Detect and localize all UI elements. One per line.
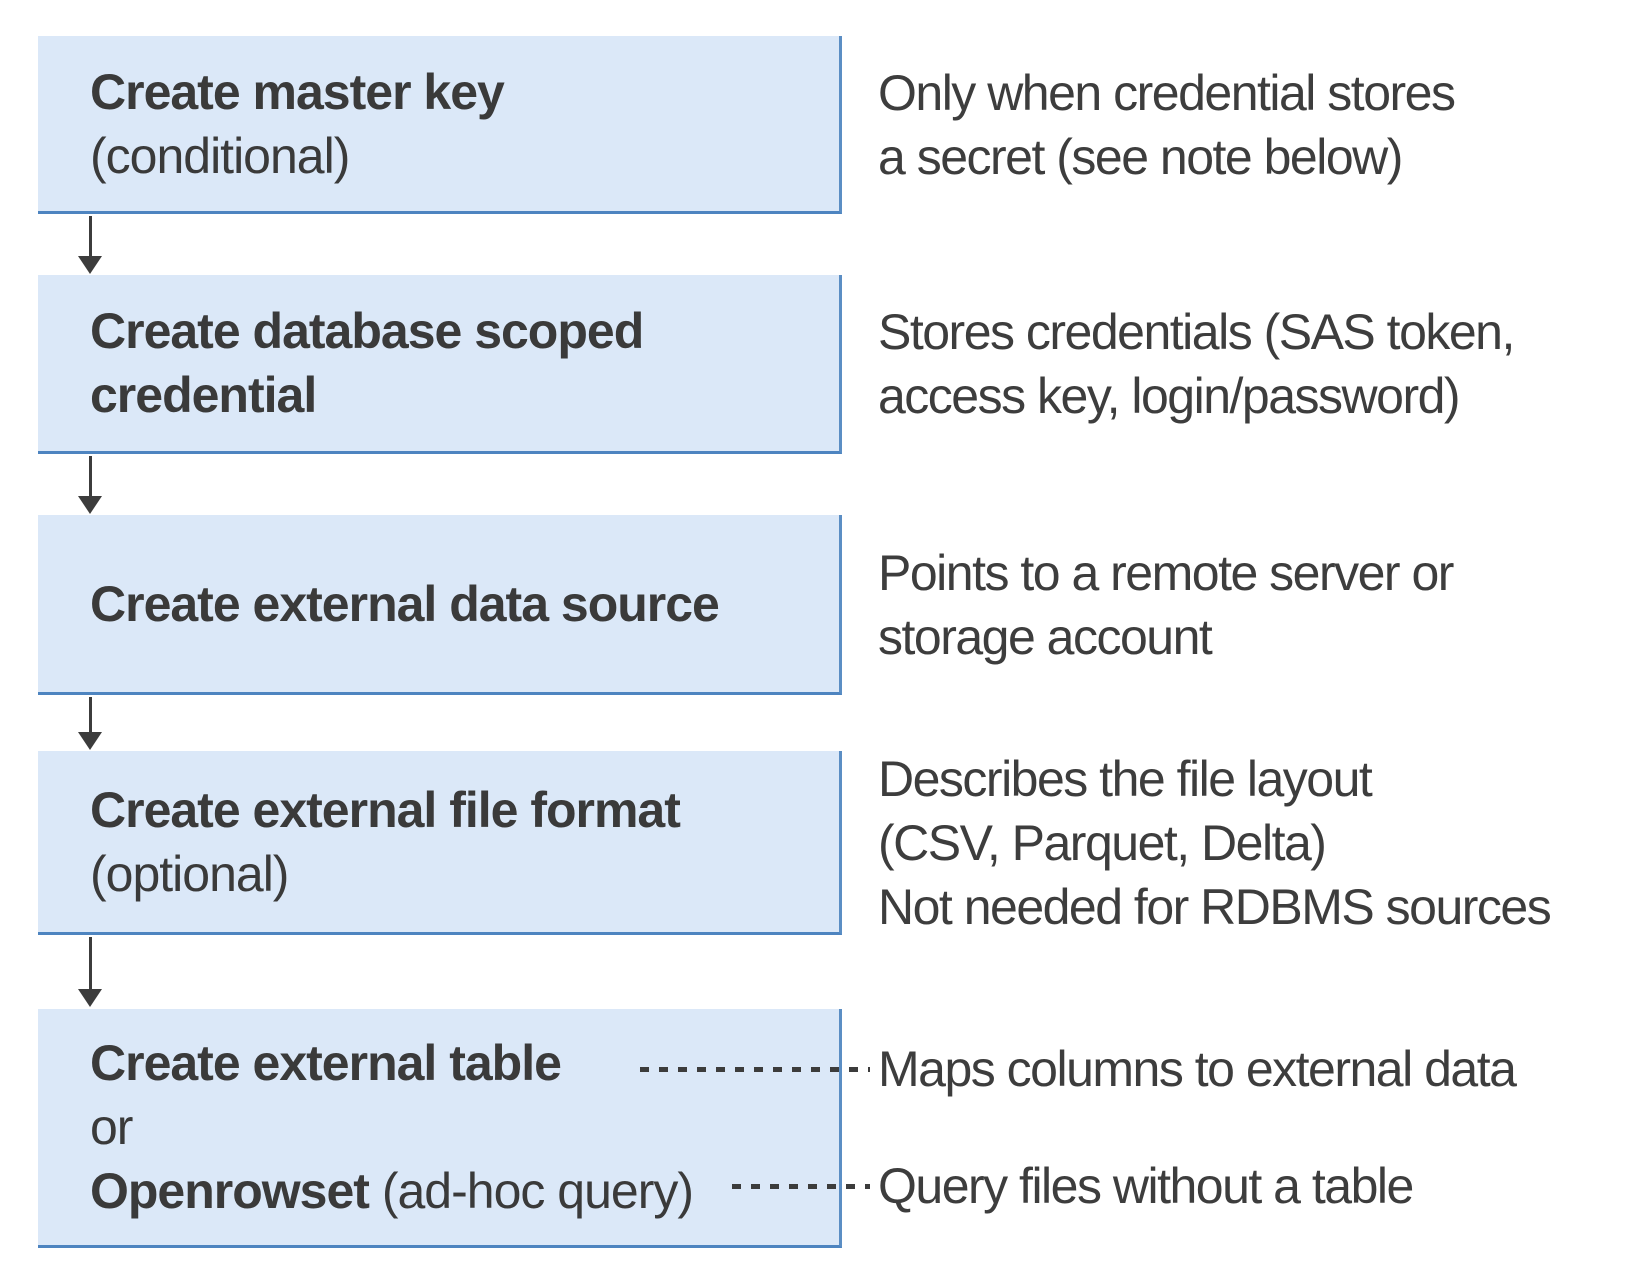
note-master-key: Only when credential stores a secret (se… [878, 61, 1456, 189]
note-line: Only when credential stores [878, 65, 1456, 121]
note-line: Maps columns to external data [878, 1041, 1517, 1097]
step-title: Create external data source [90, 575, 720, 632]
step-title: Create external table [90, 1035, 562, 1091]
step-alternative-bold: Openrowset [90, 1163, 370, 1219]
step-box-create-external-table-or-openrowset: Create external table or Openrowset (ad-… [38, 1009, 842, 1248]
note-line: Points to a remote server or [878, 545, 1454, 601]
step-box-create-external-data-source: Create external data source [38, 515, 842, 695]
down-arrow-icon [78, 456, 102, 514]
note-file-format: Describes the file layout (CSV, Parquet,… [878, 747, 1552, 939]
arrow-stem [88, 216, 92, 257]
step-alternative: Openrowset (ad-hoc query) [90, 1159, 839, 1223]
step-title-line2: credential [90, 367, 317, 423]
down-arrow-icon [78, 937, 102, 1007]
step-box-create-master-key: Create master key (conditional) [38, 36, 842, 214]
note-data-source: Points to a remote server or storage acc… [878, 541, 1454, 669]
dashed-connector-external-table [640, 1067, 870, 1072]
arrow-head [78, 989, 102, 1007]
arrow-stem [88, 456, 92, 497]
step-title: Create database scoped [90, 303, 644, 359]
arrow-stem [88, 937, 92, 990]
step-box-create-database-scoped-credential: Create database scoped credential [38, 275, 842, 454]
arrow-head [78, 732, 102, 750]
note-line: access key, login/password) [878, 368, 1461, 424]
step-title: Create external file format [90, 781, 681, 838]
note-line: a secret (see note below) [878, 129, 1403, 185]
note-external-table: Maps columns to external data [878, 1037, 1517, 1101]
note-line: (CSV, Parquet, Delta) [878, 815, 1327, 871]
step-qualifier: (optional) [90, 845, 289, 902]
step-qualifier: (conditional) [90, 127, 350, 184]
dashed-connector-openrowset [732, 1184, 870, 1189]
note-line: Not needed for RDBMS sources [878, 879, 1552, 935]
note-line: storage account [878, 609, 1213, 665]
step-conjunction: or [90, 1099, 133, 1155]
step-title: Create master key [90, 63, 505, 120]
note-line: Query files without a table [878, 1158, 1414, 1214]
note-line: Stores credentials (SAS token, [878, 304, 1515, 360]
down-arrow-icon [78, 216, 102, 274]
arrow-head [78, 496, 102, 514]
note-credential: Stores credentials (SAS token, access ke… [878, 300, 1515, 428]
arrow-head [78, 256, 102, 274]
note-openrowset: Query files without a table [878, 1154, 1414, 1218]
step-box-create-external-file-format: Create external file format (optional) [38, 751, 842, 935]
step-alternative-rest: (ad-hoc query) [368, 1163, 694, 1219]
down-arrow-icon [78, 697, 102, 750]
note-line: Describes the file layout [878, 751, 1373, 807]
arrow-stem [88, 697, 92, 733]
